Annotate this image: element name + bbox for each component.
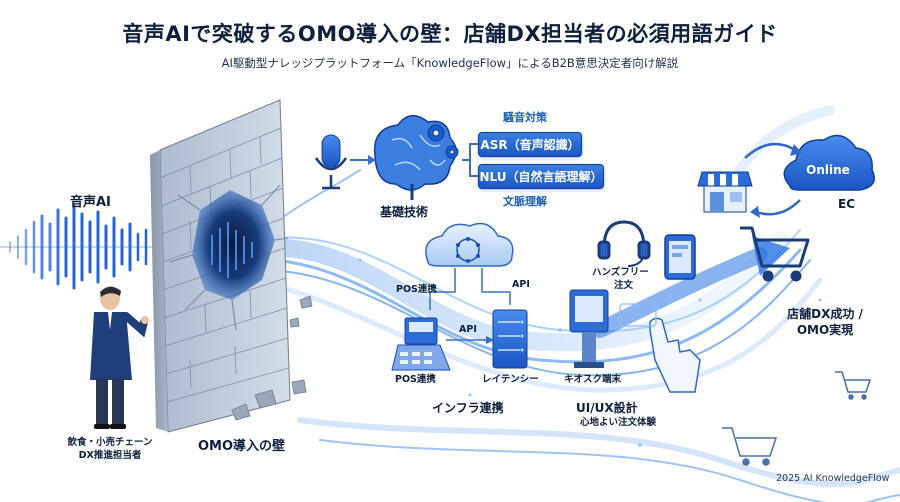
kiosk-icon [569, 289, 609, 368]
page-title: 音声AIで突破するOMO導入の壁：店舗DX担当者の必須用語ガイド [122, 22, 778, 46]
asr-chip: ASR（音声認識） [478, 132, 582, 157]
headset-icon [597, 220, 651, 267]
page-subtitle: AI駆動型ナレッジプラットフォーム「KnowledgeFlow」によるB2B意思… [221, 56, 679, 70]
context-label: 文脈理解 [503, 195, 547, 208]
handsfree-line2: 注文 [614, 280, 634, 291]
cycle-arrows [744, 142, 802, 218]
noise-label: 騒音対策 [503, 111, 547, 124]
microphone-icon [314, 134, 348, 190]
shopping-cart-icon [740, 226, 810, 282]
tablet-icon [664, 234, 696, 280]
voice-ai-label: 音声AI [70, 195, 111, 210]
kiosk-label: キオスク端末 [564, 374, 622, 385]
persona-line1: 飲食・小売チェーン [67, 437, 153, 448]
gear-icon [427, 124, 459, 159]
pos-terminal-icon [391, 317, 451, 371]
pos-link-bottom-label: POS連携 [395, 374, 436, 385]
uiux-sub-label: 心地よい注文体験 [580, 417, 657, 428]
persona-line2: DX推進担当者 [78, 450, 142, 461]
api-top-label: API [512, 279, 530, 290]
rubble [231, 295, 313, 421]
brain-icon [373, 115, 457, 200]
credit-text: 2025 AI KnowledgeFlow [776, 473, 890, 484]
ec-label: EC [838, 197, 856, 211]
online-cloud-icon [783, 134, 875, 191]
store-icon [697, 171, 753, 213]
infra-connectors [429, 268, 511, 344]
cloud-network-icon [425, 222, 514, 267]
success-line1: 店舗DX成功 / [787, 307, 863, 321]
sound-wave [0, 204, 171, 290]
server-icon [492, 309, 528, 369]
latency-label: レイテンシー [482, 374, 539, 385]
wall-label: OMO導入の壁 [198, 439, 286, 454]
foundation-label: 基礎技術 [380, 205, 429, 219]
api-mid-label: API [459, 324, 477, 335]
hand-icon [619, 303, 701, 393]
online-label: Online [806, 163, 850, 177]
sparkles [358, 258, 822, 447]
uiux-label: UI/UX設計 [576, 401, 638, 415]
brick-wall [150, 99, 291, 433]
person-figure [90, 286, 149, 429]
nlu-chip: NLU（自然言語理解） [478, 164, 604, 189]
small-cart-icon [722, 371, 872, 466]
pos-link-top-label: POS連携 [396, 284, 437, 295]
infra-label: インフラ連携 [432, 401, 504, 415]
tree-connector [350, 143, 478, 177]
handsfree-line1: ハンズフリー [592, 267, 649, 278]
success-line2: OMO実現 [796, 323, 854, 337]
